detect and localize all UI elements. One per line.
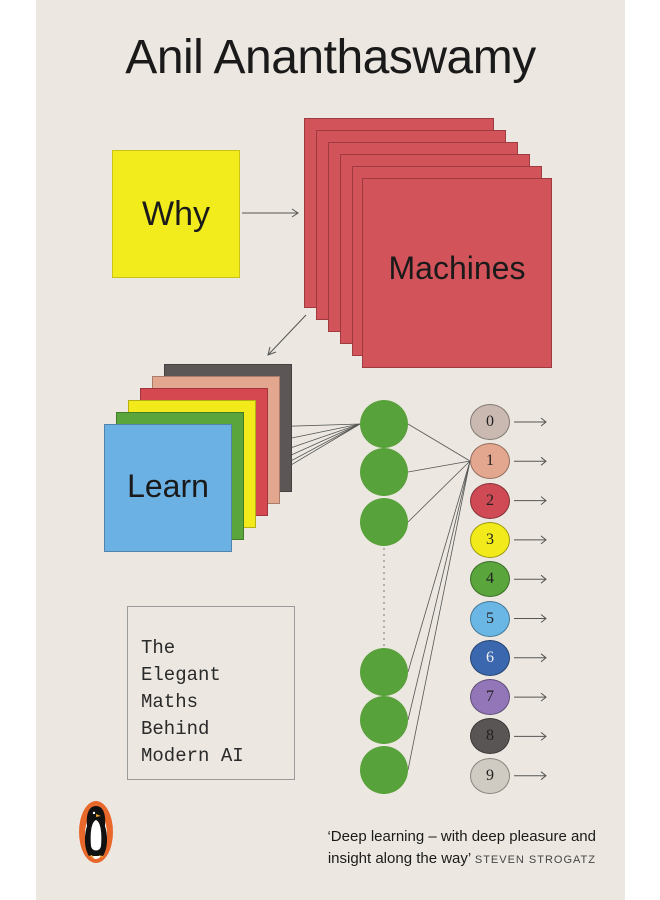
title-word-machines: Machines	[388, 250, 526, 286]
machines-layer	[362, 178, 552, 368]
output-node: 2	[470, 482, 510, 519]
output-node: 1	[470, 443, 510, 480]
penguin-logo-icon	[79, 801, 113, 863]
output-arrowhead	[540, 771, 547, 781]
subtitle-line: Modern AI	[141, 745, 244, 767]
title-word-why: Why	[142, 195, 210, 233]
hidden-neuron	[360, 648, 408, 696]
hidden-neuron	[360, 746, 408, 794]
output-arrowhead	[540, 614, 547, 623]
output-node: 0	[470, 404, 510, 440]
output-arrowhead	[540, 653, 547, 663]
subtitle-box	[127, 606, 295, 780]
output-arrowhead	[540, 535, 547, 545]
why-square	[112, 150, 240, 278]
subtitle-line: The	[141, 637, 176, 659]
quote-attribution: STEVEN STROGATZ	[474, 854, 596, 866]
output-arrowhead	[540, 732, 547, 741]
network-wires	[231, 208, 547, 781]
hidden-neuron	[360, 498, 408, 546]
title-word-learn: Learn	[127, 468, 209, 504]
output-node: 4	[470, 561, 510, 598]
subtitle-line: Elegant	[141, 664, 221, 686]
output-node: 9	[470, 757, 510, 794]
output-node: 7	[470, 679, 510, 716]
output-node: 5	[470, 600, 510, 637]
subtitle-line: Behind	[141, 718, 210, 740]
output-arrowhead	[540, 496, 547, 505]
quote-line-1: ‘Deep learning – with deep pleasure and	[327, 828, 596, 845]
book-cover: Anil Ananthaswamy Why	[36, 0, 625, 900]
output-arrowhead	[540, 574, 547, 584]
output-node: 6	[470, 639, 510, 676]
subtitle-line: Maths	[141, 691, 199, 713]
quote-text: insight along the way’	[327, 850, 471, 867]
output-arrowhead	[540, 692, 547, 702]
hidden-neuron	[360, 400, 408, 448]
hidden-neuron	[360, 696, 408, 744]
output-node: 3	[470, 521, 510, 558]
hidden-neuron	[360, 448, 408, 496]
output-arrowhead	[540, 417, 547, 427]
output-node: 8	[470, 718, 510, 755]
author-name: Anil Ananthaswamy	[125, 31, 536, 84]
quote-line-2: insight along the way’ STEVEN STROGATZ	[236, 850, 596, 867]
learn-layer	[104, 424, 232, 552]
output-arrowhead	[540, 456, 547, 466]
